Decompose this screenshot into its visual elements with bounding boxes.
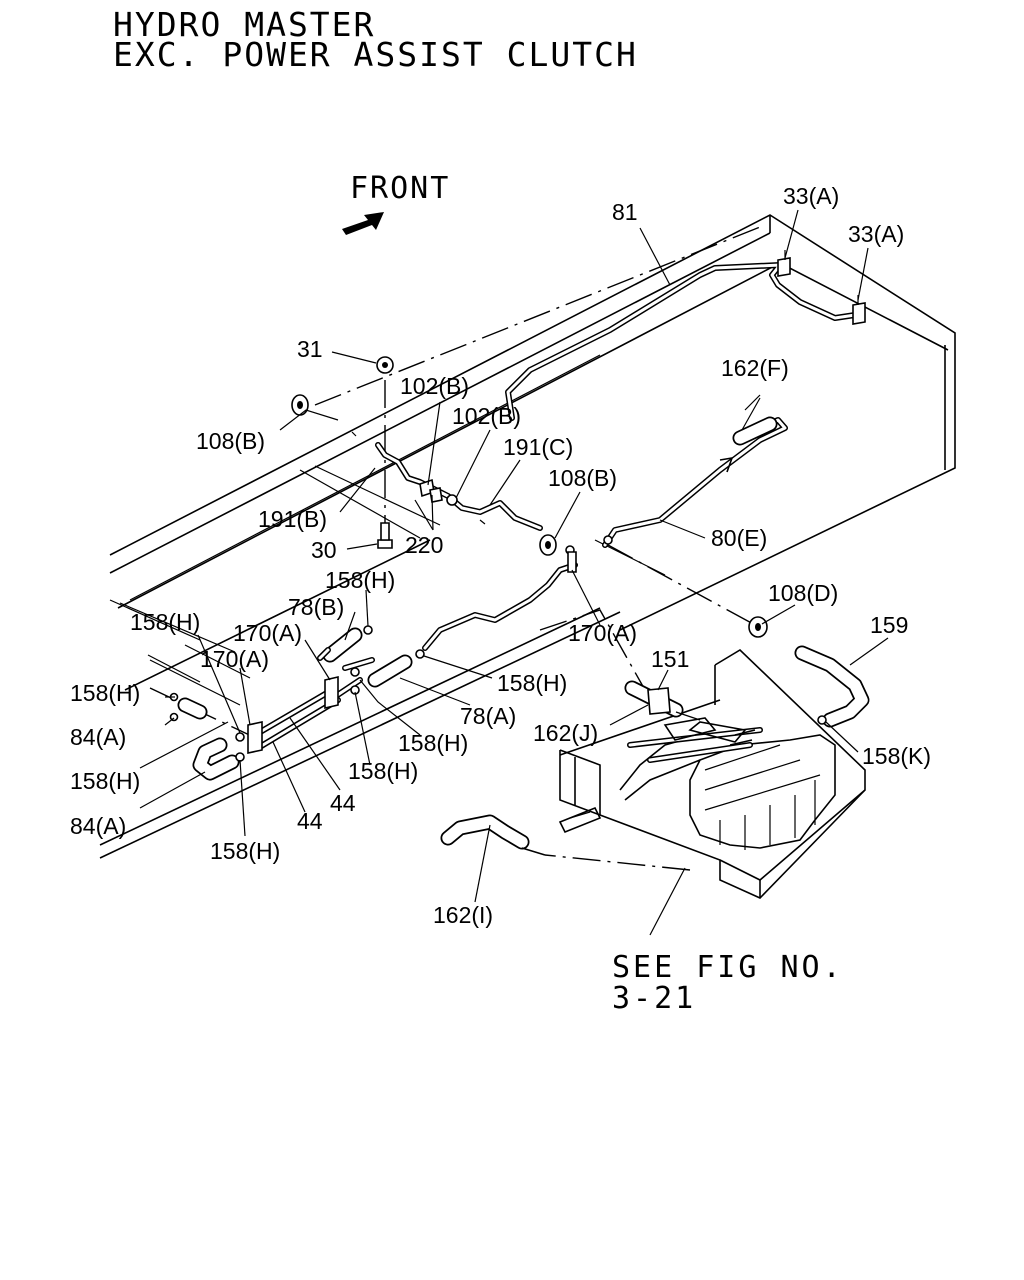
hose-162j [624, 680, 701, 721]
callout-81: 81 [612, 199, 638, 225]
callout-108d: 108(D) [768, 580, 838, 606]
union-102b [419, 478, 458, 506]
callout-170a-1: 170(A) [233, 620, 302, 646]
callout-191b: 191(B) [258, 506, 327, 532]
callout-80e: 80(E) [711, 525, 767, 551]
callout-31: 31 [297, 336, 323, 362]
callout-158h-6: 158(H) [398, 730, 468, 756]
pipe-44 [247, 675, 341, 754]
callout-84a-1: 158(H) [70, 768, 140, 794]
callout-33a-2: 33(A) [848, 221, 904, 247]
callout-78b: 78(B) [288, 594, 344, 620]
callout-158h-1: 158(H) [325, 567, 395, 593]
title-line-2: EXC. POWER ASSIST CLUTCH [113, 35, 638, 74]
callout-78a: 78(A) [460, 703, 516, 729]
pipe-80e [602, 416, 788, 548]
callout-151: 151 [651, 646, 689, 672]
grommet-108b-left [291, 394, 309, 416]
callout-44-b: 44 [297, 808, 323, 834]
title-line-1: HYDRO MASTER [113, 5, 375, 44]
callout-162f: 162(F) [721, 355, 789, 381]
pipe-81 [505, 250, 866, 421]
callout-162j: 162(J) [533, 720, 598, 746]
bolt-30 [377, 522, 393, 549]
callout-220: 220 [405, 532, 443, 558]
callout-158h-5: 84(A) [70, 724, 126, 750]
hose-162i [440, 814, 546, 856]
pipe-78 [317, 562, 578, 703]
callout-191c: 191(C) [503, 434, 573, 460]
callout-159: 159 [870, 612, 908, 638]
reference-note-line-1: SEE FIG NO. [612, 950, 844, 985]
front-label: FRONT [350, 171, 450, 206]
callout-30: 30 [311, 537, 337, 563]
hose-159 [794, 645, 870, 728]
callout-108b-1: 108(B) [196, 428, 265, 454]
front-arrow-icon [342, 212, 384, 235]
callout-labels: 81 33(A) 33(A) 31 102(B) 162(F) 102(B) 1… [70, 183, 931, 928]
reference-note-line-2: 3-21 [612, 981, 696, 1016]
leader-lines [139, 209, 889, 936]
callout-158h-4: 158(H) [70, 680, 140, 706]
callout-170a-3: 170(A) [200, 646, 269, 672]
callout-158k: 158(K) [862, 743, 931, 769]
hose-84a [177, 697, 240, 781]
callout-33a-1: 33(A) [783, 183, 839, 209]
callout-84a-2: 84(A) [70, 813, 126, 839]
callout-108b-2: 108(B) [548, 465, 617, 491]
callout-158h-8: 158(H) [210, 838, 280, 864]
callout-44-a: 44 [330, 790, 356, 816]
callout-102b-1: 102(B) [400, 373, 469, 399]
callout-102b-2: 102(B) [452, 403, 521, 429]
callout-158h-2: 158(H) [130, 609, 200, 635]
grommet-108b-mid [539, 534, 557, 556]
callout-158h-3: 158(H) [497, 670, 567, 696]
callout-158h-7: 158(H) [348, 758, 418, 784]
hydro-master-assembly [558, 648, 866, 899]
callout-162i: 162(I) [433, 902, 493, 928]
nut-31 [376, 356, 394, 374]
callout-170a-2: 170(A) [568, 620, 637, 646]
grommet-108d [748, 616, 768, 638]
